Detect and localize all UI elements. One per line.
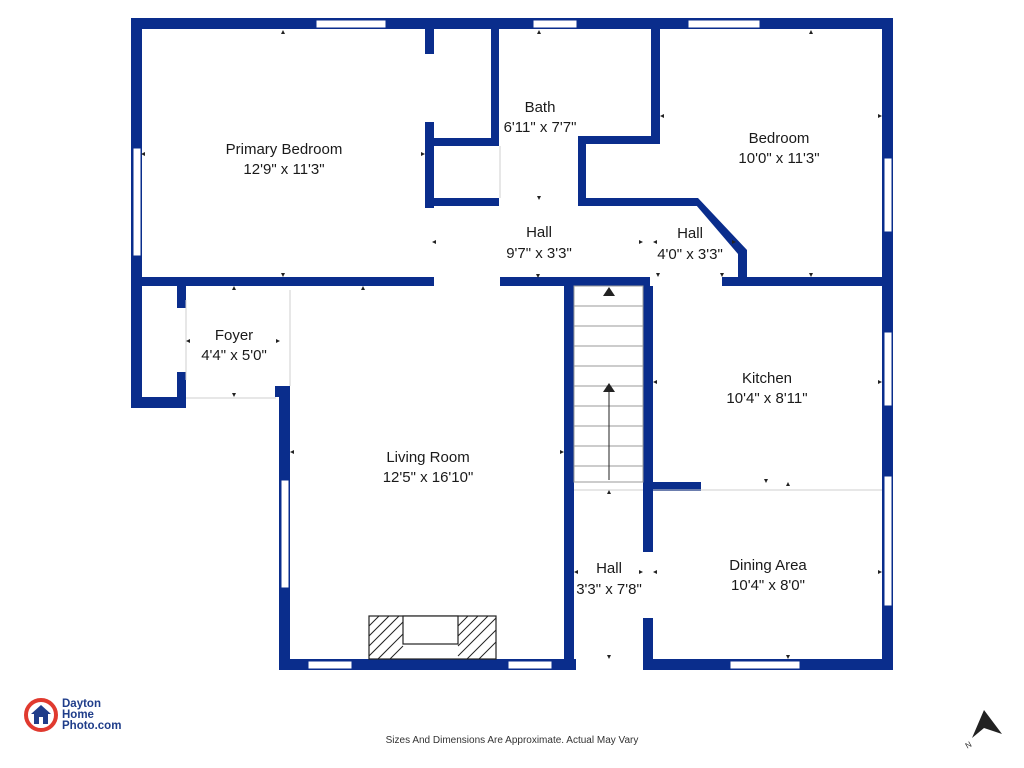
room-name-kitchen: Kitchen: [742, 370, 792, 387]
room-size-living-room: 12'5" x 16'10": [383, 469, 474, 486]
wall: [131, 397, 191, 408]
room-size-hall-upper: 9'7" x 3'3": [506, 245, 572, 262]
room-size-bedroom: 10'0" x 11'3": [738, 150, 819, 167]
dimension-markers: [141, 30, 882, 659]
room-labels: Primary Bedroom 12'9" x 11'3" Bath 6'11"…: [201, 99, 819, 598]
wall: [651, 18, 660, 144]
window: [307, 660, 353, 670]
room-name-hall-small: Hall: [677, 225, 703, 242]
brand-line-1: Dayton: [62, 697, 101, 710]
room-size-dining-area: 10'4" x 8'0": [731, 577, 805, 594]
doorway: [576, 659, 643, 670]
brand-line-2: Home: [62, 708, 94, 721]
room-size-foyer: 4'4" x 5'0": [201, 347, 267, 364]
room-name-dining-area: Dining Area: [729, 557, 807, 574]
house-logo-icon: [24, 698, 58, 732]
room-name-primary-bedroom: Primary Bedroom: [226, 141, 343, 158]
wall: [425, 122, 434, 208]
window: [687, 19, 761, 29]
wall: [131, 277, 434, 286]
wall: [491, 18, 499, 146]
room-name-foyer: Foyer: [215, 327, 253, 344]
doorway: [650, 277, 722, 286]
wall: [425, 138, 499, 146]
brand-name: Dayton Home Photo.com: [62, 697, 122, 732]
wall: [500, 277, 650, 286]
wall: [564, 277, 574, 670]
stair-arrow-icon: [603, 287, 615, 296]
wall: [578, 136, 658, 144]
windows: [132, 19, 893, 670]
brand-logo: Dayton Home Photo.com: [24, 698, 121, 732]
room-name-bath: Bath: [525, 99, 556, 116]
window: [532, 19, 578, 29]
brand-line-3: Photo.com: [62, 719, 122, 732]
wall: [279, 659, 576, 670]
wall: [578, 136, 586, 206]
wall: [131, 18, 893, 29]
openings: [186, 198, 722, 670]
room-size-kitchen: 10'4" x 8'11": [726, 390, 807, 407]
room-size-bath: 6'11" x 7'7": [504, 119, 577, 136]
wall: [177, 284, 186, 308]
stair-arrow-icon: [603, 383, 615, 392]
wall: [578, 198, 698, 206]
doorway: [186, 397, 276, 408]
disclaimer: Sizes And Dimensions Are Approximate. Ac…: [385, 735, 639, 746]
wall: [275, 386, 290, 397]
window: [883, 475, 893, 607]
thin-lines: [185, 146, 882, 491]
window: [883, 331, 893, 407]
wall: [738, 250, 747, 284]
north-arrow-icon: N: [964, 710, 1002, 750]
wall: [425, 18, 434, 54]
compass-letter: N: [964, 740, 974, 750]
room-size-primary-bedroom: 12'9" x 11'3": [243, 161, 324, 178]
window: [280, 479, 290, 589]
wall: [177, 372, 186, 408]
wall: [722, 277, 893, 286]
window: [315, 19, 387, 29]
wall: [643, 618, 653, 670]
doorway: [499, 198, 578, 206]
doorway: [434, 277, 500, 286]
wall: [643, 277, 653, 552]
doorway: [644, 552, 652, 618]
window: [729, 660, 801, 670]
room-size-hall-small: 4'0" x 3'3": [657, 246, 723, 263]
room-name-hall-upper: Hall: [526, 224, 552, 241]
window: [132, 147, 142, 257]
window: [507, 660, 553, 670]
window: [883, 157, 893, 233]
wall: [643, 482, 701, 491]
room-name-hall-lower: Hall: [596, 560, 622, 577]
wall: [425, 198, 499, 206]
room-name-living-room: Living Room: [386, 449, 469, 466]
room-name-bedroom: Bedroom: [749, 130, 810, 147]
fireplace: [368, 615, 497, 660]
wall: [690, 198, 747, 254]
room-size-hall-lower: 3'3" x 7'8": [576, 581, 642, 598]
